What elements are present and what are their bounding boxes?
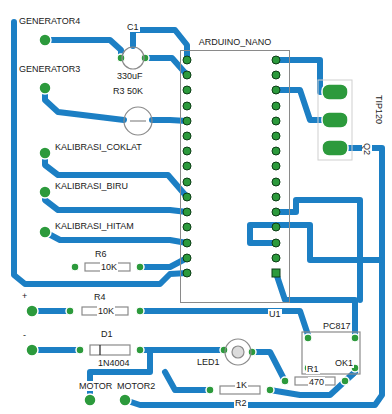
silkscreen-label: GENERATOR3 bbox=[18, 64, 81, 74]
silkscreen-label: MOTOR bbox=[78, 381, 113, 391]
silkscreen-label: D1 bbox=[100, 329, 114, 339]
silkscreen-label: GENERATOR4 bbox=[18, 16, 81, 26]
silkscreen-label: TIP120 bbox=[374, 94, 384, 125]
silkscreen-label: - bbox=[22, 330, 27, 340]
silkscreen-label: + bbox=[21, 291, 28, 301]
copper-traces bbox=[14, 22, 382, 405]
module-label: ARDUINO_NANO bbox=[181, 37, 289, 47]
silkscreen-label: 10K bbox=[100, 262, 118, 272]
component-pads bbox=[26, 34, 359, 406]
silkscreen-label: MOTOR2 bbox=[116, 381, 156, 391]
silkscreen-label: LED1 bbox=[196, 357, 221, 367]
silkscreen-label: R6 bbox=[94, 249, 108, 259]
arduino-pins bbox=[183, 56, 280, 277]
silkscreen-label: R1 bbox=[306, 364, 320, 374]
transistor-pads bbox=[318, 80, 352, 160]
silkscreen-label: 1N4004 bbox=[97, 358, 131, 368]
silkscreen-label: PC817 bbox=[322, 321, 352, 331]
silkscreen-label: Q2 bbox=[362, 142, 372, 156]
silkscreen-label: OK1 bbox=[334, 358, 354, 368]
silkscreen-label: KALIBRASI_BIRU bbox=[54, 181, 129, 191]
silkscreen-label: KALIBRASI_COKLAT bbox=[54, 142, 143, 152]
silkscreen-label: R3 50K bbox=[112, 86, 144, 96]
arduino-module: ARDUINO_NANO bbox=[180, 50, 290, 303]
silkscreen-label: 330uF bbox=[116, 71, 144, 81]
silkscreen-label: 10K bbox=[97, 306, 115, 316]
silkscreen-label: 470 bbox=[308, 377, 325, 387]
silkscreen-label: R2 bbox=[234, 398, 248, 408]
silkscreen-label: R4 bbox=[93, 292, 107, 302]
silkscreen-label: KALIBRASI_HITAM bbox=[54, 221, 135, 231]
silkscreen-label: 1K bbox=[235, 380, 248, 390]
silkscreen-label: C1 bbox=[126, 22, 140, 32]
silkscreen-label: U1 bbox=[268, 309, 282, 319]
